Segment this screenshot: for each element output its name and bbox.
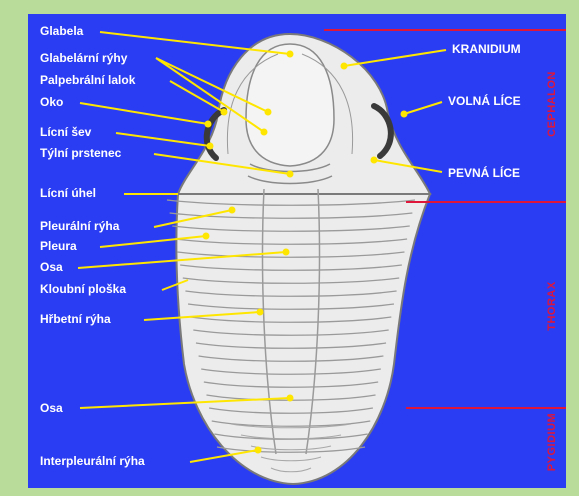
label-licni-uhel: Lícní úhel [40,186,96,200]
pointer-dot [287,171,294,178]
label-interpleuralni-ryha: Interpleurální rýha [40,454,145,468]
label-glabelarni-ryhy: Glabelární rýhy [40,51,127,65]
pointer-licni-sev [116,133,210,146]
pointer-oko [80,103,208,124]
label-osa-pygidium: Osa [40,401,63,415]
trilobite-body [176,34,430,484]
pointer-dot [257,309,264,316]
label-glabela: Glabela [40,24,83,38]
pointer-dot [205,121,212,128]
pointer-dot [371,157,378,164]
section-thorax: THORAX [546,246,558,366]
section-pygidium: PYGIDIUM [546,382,558,488]
pointer-dot [287,51,294,58]
diagram-panel: Glabela Glabelární rýhy Palpebrální lalo… [28,14,566,488]
label-hrbetni-ryha: Hřbetní rýha [40,312,111,326]
label-palpebralni-lalok: Palpebrální lalok [40,73,135,87]
label-pevna-lice: PEVNÁ LÍCE [448,166,520,180]
pointer-dot [261,129,268,136]
pointer-dot [221,109,228,116]
label-osa-thorax: Osa [40,260,63,274]
pointer-dot [287,395,294,402]
pointer-dot [207,143,214,150]
pointer-dot [203,233,210,240]
label-kranidium: KRANIDIUM [452,42,521,56]
label-oko: Oko [40,95,63,109]
pointer-dot [283,249,290,256]
pointer-dot [401,111,408,118]
pointer-dot [255,447,262,454]
label-volna-lice: VOLNÁ LÍCE [448,94,521,108]
section-cephalon: CEPHALON [546,44,558,164]
pointer-dot [265,109,272,116]
label-kloubni-ploska: Kloubní ploška [40,282,126,296]
pointer-dot [229,207,236,214]
label-pleura: Pleura [40,239,77,253]
pointer-kranidium [344,50,446,66]
pointer-dot [341,63,348,70]
pointer-volna-lice [404,102,442,114]
label-tylni-prstenec: Týlní prstenec [40,146,121,160]
label-licni-sev: Lícní šev [40,125,91,139]
label-pleuralni-ryha: Pleurální rýha [40,219,119,233]
